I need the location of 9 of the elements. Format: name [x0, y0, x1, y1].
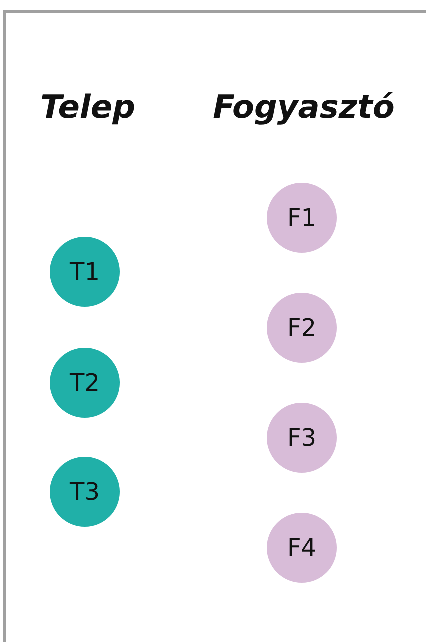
circle-node: F3: [267, 403, 337, 473]
column-heading: Telep: [40, 88, 136, 126]
circle-node: T2: [50, 348, 120, 418]
circle-node: F4: [267, 513, 337, 583]
column-heading: Fogyasztó: [213, 88, 395, 126]
circle-node: F1: [267, 183, 337, 253]
circle-node: F2: [267, 293, 337, 363]
circle-node: T1: [50, 237, 120, 307]
circle-node: T3: [50, 457, 120, 527]
